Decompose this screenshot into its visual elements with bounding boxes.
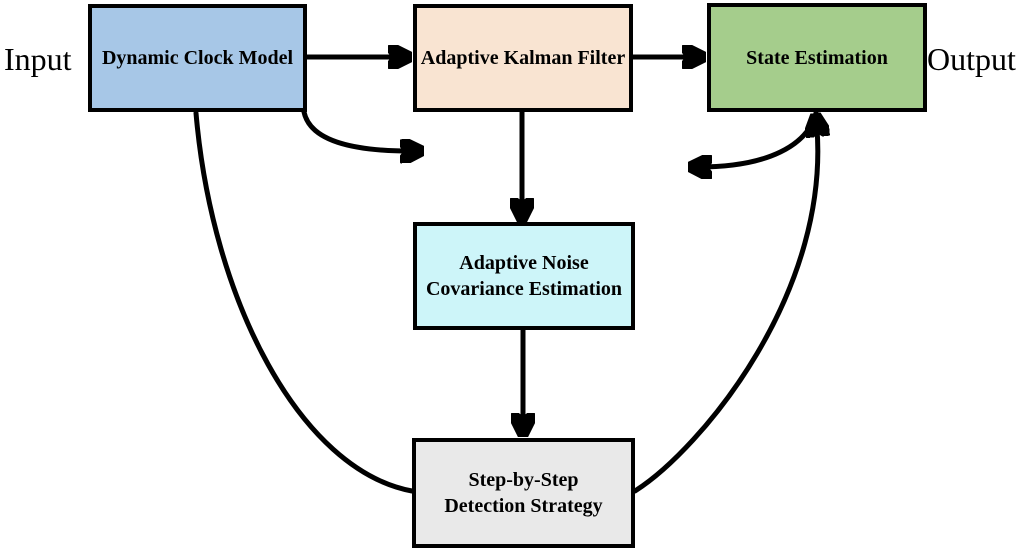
box-adaptive-kalman-filter: Adaptive Kalman Filter bbox=[413, 4, 633, 112]
box-adaptive-noise-covariance-estimation-label-line1: Adaptive Noise bbox=[459, 252, 589, 274]
box-dynamic-clock-model-label: Dynamic Clock Model bbox=[101, 47, 294, 69]
edge-dcm-to-sbs-curved-line bbox=[193, 110, 415, 494]
edge-sbs-to-se-curved-arrow bbox=[632, 118, 818, 494]
box-step-by-step-detection-strategy-label-line1: Step-by-Step bbox=[468, 469, 579, 491]
box-step-by-step-detection-strategy: Step-by-Step Detection Strategy bbox=[412, 438, 635, 548]
edge-dcm-feedforward-curved-arrow bbox=[301, 109, 419, 151]
input-label: Input bbox=[4, 41, 72, 77]
box-dynamic-clock-model: Dynamic Clock Model bbox=[88, 4, 307, 112]
output-label: Output bbox=[927, 41, 1016, 77]
box-adaptive-noise-covariance-estimation: Adaptive Noise Covariance Estimation bbox=[413, 222, 635, 330]
edge-se-feedback-curved-arrow bbox=[693, 110, 819, 167]
box-state-estimation-label: State Estimation bbox=[746, 46, 888, 69]
box-step-by-step-detection-strategy-label-line2: Detection Strategy bbox=[444, 495, 603, 517]
box-adaptive-kalman-filter-label: Adaptive Kalman Filter bbox=[420, 47, 626, 69]
box-adaptive-noise-covariance-estimation-label-line2: Covariance Estimation bbox=[425, 278, 623, 300]
box-state-estimation: State Estimation bbox=[707, 3, 927, 112]
